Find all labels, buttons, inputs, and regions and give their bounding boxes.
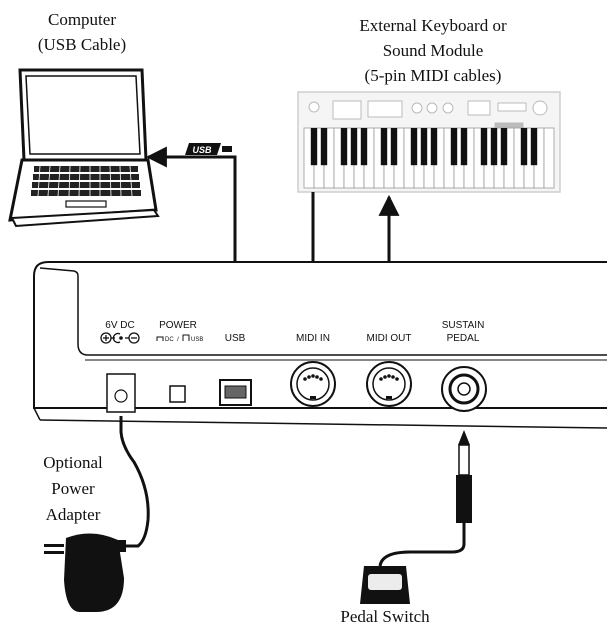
laptop-keyboard [31, 165, 141, 208]
keyboard-label-line1: External Keyboard or [359, 16, 507, 35]
svg-text:/: / [177, 337, 179, 343]
dc-port-label: 6V DC [105, 320, 134, 331]
black-key [530, 128, 538, 166]
pedal-switch-label: Pedal Switch [340, 607, 430, 626]
keyboard-label: External Keyboard or Sound Module (5-pin… [359, 16, 507, 85]
rear-panel: 6V DC POWER DC / USB USB MIDI IN MIDI OU… [33, 261, 607, 429]
keyboard-label-line3: (5-pin MIDI cables) [365, 66, 502, 85]
black-key [360, 128, 368, 166]
keyboard-label-line2: Sound Module [383, 41, 484, 60]
computer-label: Computer (USB Cable) [38, 10, 126, 54]
black-key [450, 128, 458, 166]
black-key [350, 128, 358, 166]
black-key [340, 128, 348, 166]
black-key [380, 128, 388, 166]
adapter-label: Optional Power Adapter [43, 453, 103, 524]
midi-in-port [290, 361, 336, 407]
black-key [390, 128, 398, 166]
laptop-illustration [8, 68, 160, 228]
black-key [520, 128, 528, 166]
black-key [320, 128, 328, 166]
black-key [410, 128, 418, 166]
black-key [460, 128, 468, 166]
quarter-inch-plug-tip [458, 430, 470, 445]
usb-port-label: USB [225, 333, 246, 344]
black-key [500, 128, 508, 166]
sustain-pedal-jack [441, 366, 487, 412]
white-key [543, 127, 555, 189]
power-adapter [44, 416, 150, 612]
sustain-label-line2: PEDAL [447, 333, 480, 344]
power-switch-label: POWER [159, 320, 197, 331]
dc-polarity-icon [100, 332, 140, 344]
pedal-switch [360, 430, 472, 604]
keyboard-controls [308, 100, 548, 128]
black-key [310, 128, 318, 166]
power-mode-dc: DC [165, 337, 174, 343]
usb-tag-label: USB [192, 145, 212, 155]
usb-b-port [219, 379, 252, 406]
midi-out-label: MIDI OUT [367, 333, 412, 344]
usb-cable: USB [145, 143, 246, 308]
black-key [480, 128, 488, 166]
usb-plug-icon: USB [185, 143, 232, 155]
adapter-label-line2: Power [51, 479, 95, 498]
power-mode-icon: DC / USB [156, 334, 203, 343]
computer-label-line1: Computer [48, 10, 116, 29]
dc-jack [106, 373, 136, 413]
adapter-label-line1: Optional [43, 453, 103, 472]
sustain-label-line1: SUSTAIN [442, 320, 485, 331]
computer-label-line2: (USB Cable) [38, 35, 126, 54]
power-switch [169, 385, 186, 403]
keyboard-black-keys [310, 128, 538, 166]
keyboard-white-keys [303, 127, 555, 189]
black-key [430, 128, 438, 166]
black-key [490, 128, 498, 166]
external-keyboard [297, 91, 561, 193]
midi-in-label: MIDI IN [296, 333, 330, 344]
black-key [420, 128, 428, 166]
adapter-label-line3: Adapter [46, 505, 101, 524]
midi-out-port [366, 361, 412, 407]
power-mode-usb: USB [191, 337, 203, 343]
